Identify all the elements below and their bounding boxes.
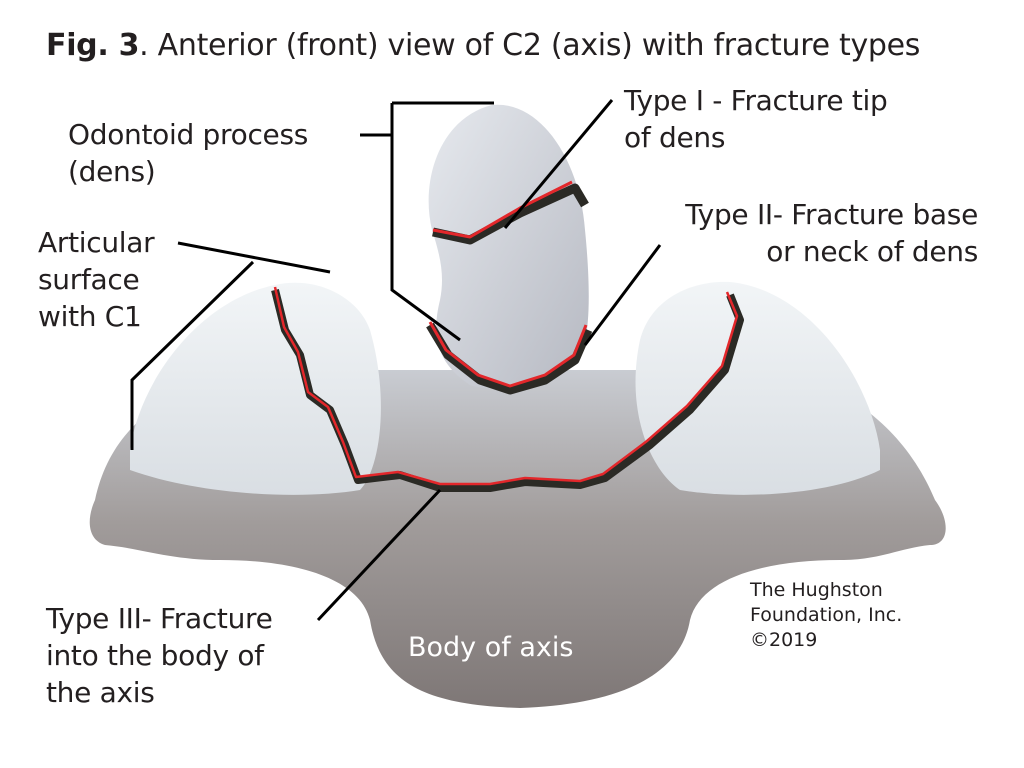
label-type3-fracture: Type III- Fracture into the body of the … xyxy=(46,602,273,709)
leader-type3 xyxy=(316,488,442,622)
fracture-type1-line xyxy=(432,180,589,245)
label-body-of-axis: Body of axis xyxy=(408,632,574,663)
label-type2-fracture: Type II- Fracture base or neck of dens xyxy=(685,198,978,268)
right-articular-surface xyxy=(635,281,880,495)
figure-number: Fig. 3 xyxy=(46,28,140,63)
fracture-type3-line xyxy=(271,286,744,492)
label-articular-surface: Articular surface with C1 xyxy=(38,226,155,333)
leader-odontoid xyxy=(360,101,494,342)
figure-title: Fig. 3. Anterior (front) view of C2 (axi… xyxy=(46,28,920,63)
label-type1-fracture: Type I - Fracture tip of dens xyxy=(624,84,888,154)
leader-type1 xyxy=(503,99,614,229)
copyright-credit: The Hughston Foundation, Inc. ©2019 xyxy=(750,579,903,651)
dens xyxy=(428,104,589,389)
leader-type2 xyxy=(583,244,662,346)
label-odontoid-process: Odontoid process (dens) xyxy=(68,118,309,188)
leader-lines xyxy=(130,99,662,622)
figure-caption: . Anterior (front) view of C2 (axis) wit… xyxy=(139,28,921,63)
fracture-type2-line xyxy=(426,321,593,395)
left-articular-surface xyxy=(130,282,381,495)
leader-articular xyxy=(130,241,331,450)
